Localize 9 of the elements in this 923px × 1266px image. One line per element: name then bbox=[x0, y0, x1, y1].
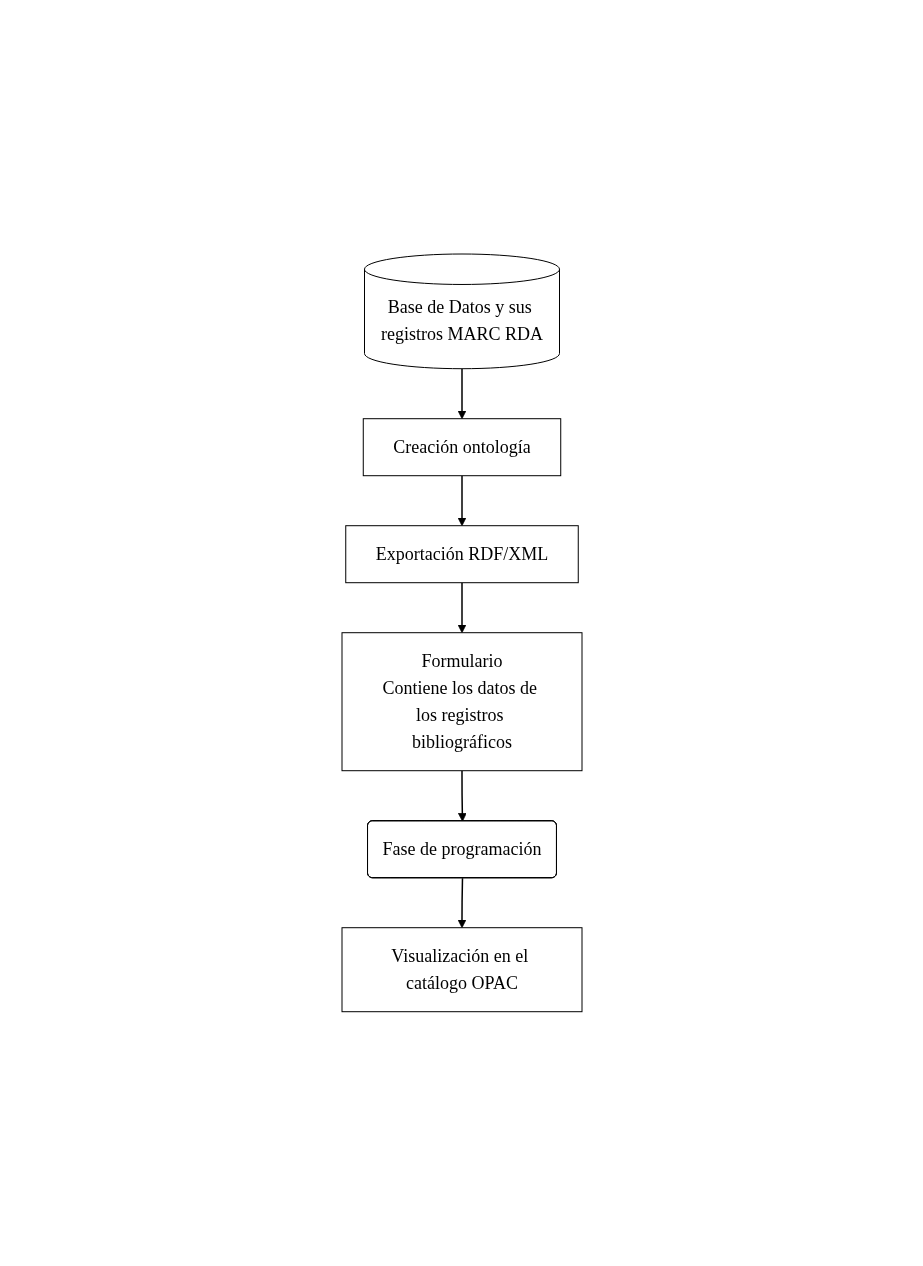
arrow bbox=[457, 475, 466, 527]
node-box: Formulario Contiene los datos de los registros bibliográficos bbox=[341, 632, 582, 772]
arrow bbox=[457, 582, 466, 634]
node-box: Exportación RDF/XML bbox=[344, 525, 579, 584]
arrow bbox=[457, 368, 466, 420]
arrow bbox=[457, 877, 466, 929]
arrow bbox=[457, 770, 467, 822]
node-box: Visualización en el catálogo OPAC bbox=[341, 927, 582, 1013]
node-box: Creación ontología bbox=[362, 418, 561, 477]
